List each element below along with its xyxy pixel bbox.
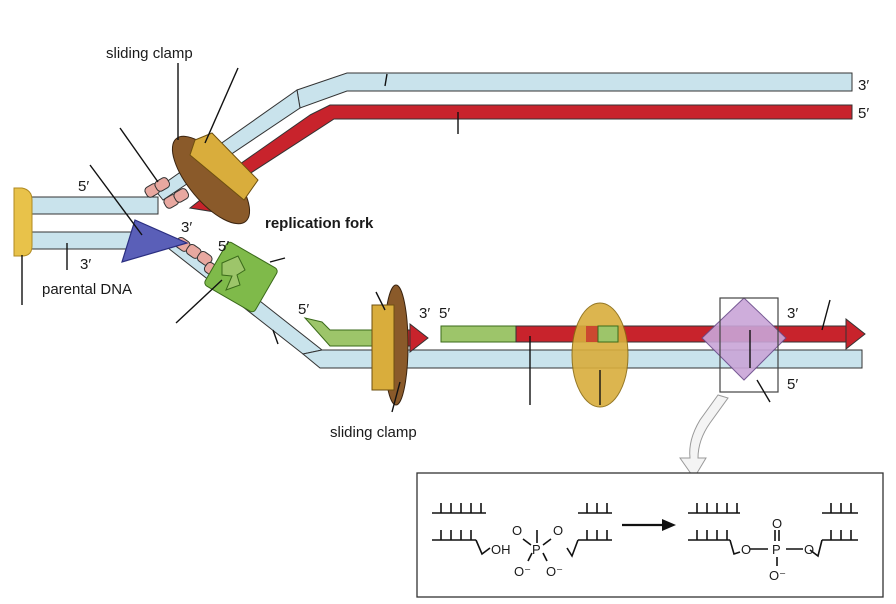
oxygen-label: O (553, 523, 563, 538)
end-label: 5′ (78, 178, 89, 195)
tick-mark (391, 381, 401, 413)
single-strand-binding-proteins-top (144, 177, 190, 209)
topoisomerase (13, 187, 33, 257)
phosphorus-label: P (772, 542, 781, 557)
primase (204, 241, 278, 313)
parental-dna-top-strand (27, 196, 159, 215)
bottom-polymerase-clamp (371, 284, 409, 406)
tick-mark (272, 329, 279, 345)
tick-mark (756, 379, 771, 403)
sliding-clamp-label-top: sliding clamp (106, 45, 193, 62)
inset-left-strands (432, 503, 612, 562)
tick-mark (119, 127, 159, 183)
end-label: 3′ (181, 219, 192, 236)
okazaki-arrowhead (409, 322, 429, 354)
replication-fork-label: replication fork (265, 215, 374, 232)
reaction-arrowhead (662, 519, 676, 531)
end-label: 5′ (298, 301, 309, 318)
rna-primer (221, 255, 246, 291)
ligation-inset (416, 472, 884, 598)
oxygen-label: O (772, 516, 782, 531)
oxygen-minus-label: O⁻ (546, 564, 563, 579)
tick-mark (821, 299, 831, 331)
okazaki-fragment-arrowhead (845, 317, 866, 351)
leading-new-strand (199, 104, 853, 203)
hydroxyl-label: OH (491, 542, 511, 557)
phosphorus-label: P (532, 542, 541, 557)
sliding-clamp-label-bottom: sliding clamp (330, 424, 417, 441)
end-label: 3′ (858, 77, 869, 94)
end-label: 5′ (787, 376, 798, 393)
oxygen-label: O (741, 542, 751, 557)
end-label: 3′ (787, 305, 798, 322)
tick-mark (204, 67, 239, 144)
end-label: 5′ (858, 105, 869, 122)
tick-mark (269, 257, 286, 263)
primer-segment (440, 325, 517, 343)
dna-polymerase-one (571, 302, 629, 408)
top-template-strand (296, 72, 853, 109)
tick-mark (89, 164, 143, 236)
end-label: 3′ (80, 256, 91, 273)
oxygen-label: O (512, 523, 522, 538)
tick-mark (384, 73, 388, 87)
parental-dna-label: parental DNA (42, 281, 132, 298)
end-label: 5′ (439, 305, 450, 322)
okazaki-fragment (515, 325, 849, 343)
oxygen-minus-label: O⁻ (769, 568, 786, 583)
zoom-arrow (679, 394, 729, 479)
top-polymerase-clamp (171, 132, 259, 225)
end-label: 5′ (218, 238, 229, 255)
oxygen-label: O (804, 542, 814, 557)
inset-right-strands (688, 503, 858, 566)
dna-ligase (701, 297, 787, 393)
tick-mark (175, 279, 223, 324)
oxygen-minus-label: O⁻ (514, 564, 531, 579)
tick-mark (375, 291, 386, 311)
end-label: 3′ (419, 305, 430, 322)
